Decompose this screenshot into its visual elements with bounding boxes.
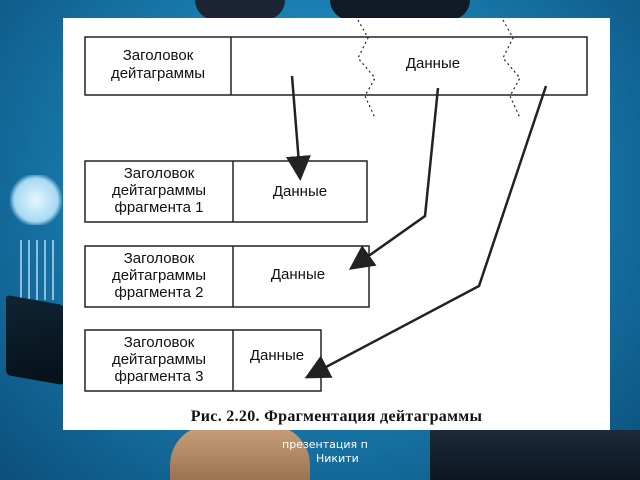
fragment-2-data-label: Данные bbox=[271, 266, 325, 283]
arrow-to-fragment-1 bbox=[285, 75, 311, 181]
fragment-1-header-line-1: Заголовок bbox=[124, 165, 195, 182]
fragment-2-header-line-2: дейтаграммы bbox=[112, 267, 206, 284]
figure-caption: Рис. 2.20. Фрагментация дейтаграммы bbox=[190, 408, 483, 425]
fragment-3-data-label: Данные bbox=[250, 347, 304, 364]
main-datagram-box bbox=[84, 36, 588, 96]
background-suit-left bbox=[195, 0, 285, 20]
fragmentation-diagram: Заголовок дейтаграммы Данные Заголовок д… bbox=[84, 19, 588, 392]
cut-line-2 bbox=[502, 19, 521, 119]
fragment-2-box bbox=[84, 245, 370, 308]
fragment-1-header-line-3: фрагмента 1 bbox=[115, 199, 204, 216]
fragment-1: Заголовок дейтаграммы фрагмента 1 Данные bbox=[84, 160, 368, 223]
fragment-2-header-line-3: фрагмента 2 bbox=[115, 284, 204, 301]
fragment-3-header-line-2: дейтаграммы bbox=[112, 351, 206, 368]
fragment-2: Заголовок дейтаграммы фрагмента 2 Данные bbox=[84, 245, 370, 308]
fragment-3-header-line-1: Заголовок bbox=[124, 334, 195, 351]
fragment-3-header-line-3: фрагмента 3 bbox=[115, 368, 204, 385]
main-header-line-1: Заголовок bbox=[123, 47, 194, 64]
cut-line-1 bbox=[357, 19, 376, 119]
main-datagram: Заголовок дейтаграммы Данные bbox=[84, 19, 588, 119]
main-header-line-2: дейтаграммы bbox=[111, 65, 205, 82]
slide: Заголовок дейтаграммы Данные Заголовок д… bbox=[63, 18, 610, 430]
fragment-2-header-line-1: Заголовок bbox=[124, 250, 195, 267]
background-cloud-icon bbox=[10, 175, 62, 225]
background-tablet bbox=[6, 294, 64, 386]
background-city-lines bbox=[20, 240, 60, 300]
background-hand bbox=[170, 425, 310, 480]
fragment-3: Заголовок дейтаграммы фрагмента 3 Данные bbox=[84, 329, 322, 392]
footer-line-1: презентация п bbox=[282, 438, 368, 451]
fragment-1-header-line-2: дейтаграммы bbox=[112, 182, 206, 199]
footer-line-2: Никити bbox=[316, 452, 359, 465]
fragment-1-box bbox=[84, 160, 368, 223]
arrow-to-fragment-2 bbox=[348, 87, 440, 270]
fragment-1-data-label: Данные bbox=[273, 183, 327, 200]
background-suit-bottom bbox=[430, 430, 640, 480]
arrow-to-fragment-3 bbox=[304, 85, 548, 379]
background-suit-right bbox=[330, 0, 470, 20]
footer-credit: презентация п Никити bbox=[282, 438, 442, 466]
main-data-label: Данные bbox=[406, 55, 460, 72]
